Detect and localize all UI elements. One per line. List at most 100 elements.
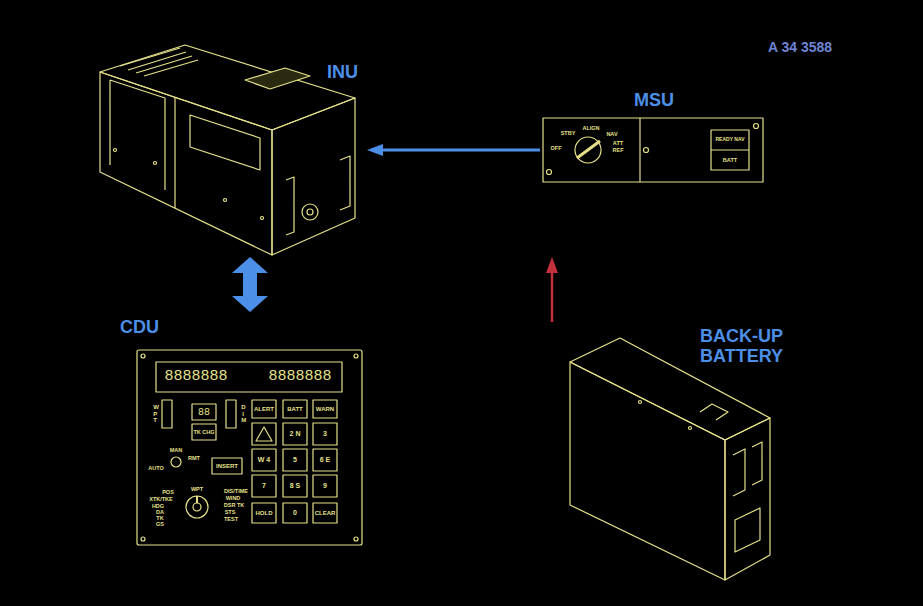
key	[192, 424, 216, 440]
key	[252, 423, 276, 445]
msu-knob	[575, 137, 601, 163]
panel-marking: REF	[613, 147, 624, 153]
key	[283, 423, 307, 445]
key	[313, 475, 337, 497]
key	[252, 503, 276, 523]
key	[313, 449, 337, 471]
panel-marking: DIS/TIME	[224, 488, 248, 494]
key	[252, 475, 276, 497]
screw	[141, 537, 145, 541]
msu-lamp-divider	[711, 149, 749, 150]
panel-marking: 7	[262, 482, 266, 490]
panel-marking: ATT	[613, 140, 623, 146]
panel-marking: 88	[198, 407, 210, 418]
panel-marking: READY NAV	[716, 137, 745, 143]
panel-marking: 6 E	[320, 456, 331, 464]
panel-marking: WPT	[191, 486, 203, 492]
key	[313, 400, 337, 418]
screw	[644, 148, 649, 153]
inu-connector	[302, 204, 318, 220]
selector-knob	[186, 496, 208, 518]
panel-marking: DIM	[241, 404, 244, 424]
panel-marking: AUTO	[148, 465, 163, 471]
panel-marking: DSR TK	[224, 502, 244, 508]
msu-lamp	[711, 130, 749, 170]
inu-top	[100, 45, 355, 130]
panel-marking: DA	[156, 509, 164, 515]
power-arrow	[551, 273, 554, 322]
panel-marking: RMT	[188, 455, 200, 461]
battery-plate	[735, 508, 760, 552]
inu-connector	[307, 209, 313, 215]
inu-window	[245, 68, 310, 89]
panel-marking: BATT	[287, 406, 303, 413]
panel-marking: STBY	[561, 130, 576, 136]
screw	[547, 170, 552, 175]
unit-heading: INU	[327, 62, 358, 82]
panel-marking: WIND	[226, 495, 241, 501]
panel-marking: ALERT	[254, 406, 274, 413]
selector-knob	[193, 503, 201, 511]
selector-pointer	[196, 496, 198, 503]
inu-front	[100, 72, 272, 255]
key	[283, 400, 307, 418]
rivet	[689, 427, 692, 430]
rivet	[639, 401, 642, 404]
thumbwheel	[162, 400, 172, 428]
panel-marking: STS	[225, 509, 236, 515]
panel-marking: 3	[323, 430, 327, 438]
rivet	[154, 162, 157, 165]
msu-knob-pointer	[577, 141, 600, 158]
cdu-small-display	[192, 404, 216, 420]
warning-symbol	[256, 427, 272, 441]
panel-marking: 0	[293, 509, 297, 517]
inu-divider	[174, 97, 175, 208]
rivet	[114, 149, 117, 152]
panel-marking: 8 S	[290, 482, 301, 490]
panel-marking: XTK/TKE	[149, 496, 173, 502]
panel-marking: GS	[156, 521, 164, 527]
panel-marking: 2 N	[290, 430, 301, 438]
panel-marking: CLEAR	[315, 510, 336, 517]
panel-marking: INSERT	[216, 463, 238, 470]
msu-panel	[543, 118, 763, 182]
panel-marking: TK	[156, 515, 163, 521]
panel-marking: HOLD	[256, 510, 273, 517]
panel-marking: NAV	[606, 131, 617, 137]
battery-handle	[700, 404, 728, 420]
panel-marking: POS	[162, 489, 174, 495]
panel-marking: MAN	[170, 447, 183, 453]
msu-divider	[639, 118, 640, 182]
battery-front	[570, 362, 725, 580]
data-double-arrow	[243, 273, 257, 296]
panel-marking: 9	[323, 482, 327, 490]
panel-marking: WPT	[153, 404, 156, 424]
mode-knob	[171, 457, 181, 467]
rivet	[224, 199, 227, 202]
panel-marking: 8888888	[268, 369, 331, 386]
unit-heading: BACK-UP BATTERY	[700, 326, 810, 366]
panel-marking: OFF	[551, 145, 562, 151]
unit-heading: CDU	[120, 317, 159, 337]
panel-marking: W 4	[258, 456, 270, 464]
screw	[354, 354, 358, 358]
inu-panel	[110, 80, 165, 190]
screw	[754, 124, 759, 129]
inu-plate	[190, 115, 260, 170]
signal-arrow	[383, 149, 540, 152]
panel-marking: 8888888	[164, 369, 227, 386]
screw	[141, 354, 145, 358]
inu-vents	[120, 48, 198, 76]
inu-handles	[286, 156, 350, 235]
key	[283, 449, 307, 471]
figure-number: A 34 3588	[768, 40, 832, 55]
key	[252, 400, 276, 418]
inu-unit: INU	[95, 40, 367, 257]
key	[283, 503, 307, 523]
rivet	[261, 217, 264, 220]
battery-handles	[733, 442, 762, 496]
cdu-panel	[137, 350, 362, 545]
cdu-display	[156, 362, 342, 392]
